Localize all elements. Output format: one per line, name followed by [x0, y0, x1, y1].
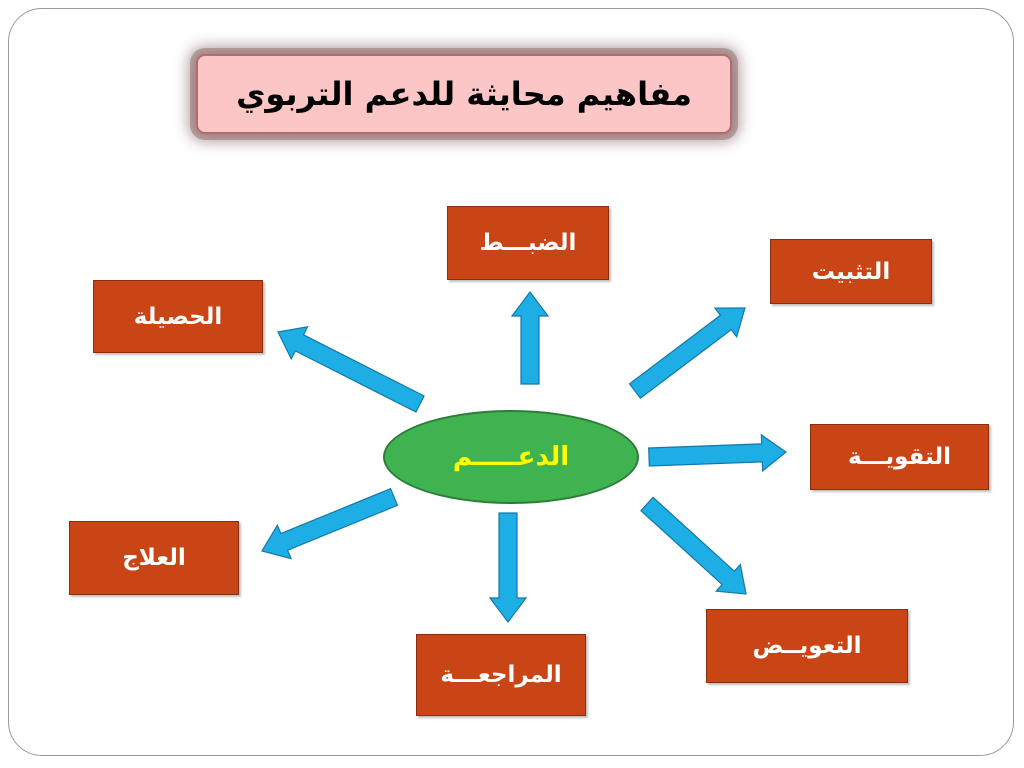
concept-murajaa: المراجعـــة [416, 634, 586, 716]
arrow-to-murajaa [488, 512, 528, 623]
concept-dabt: الضبـــط [447, 206, 609, 280]
arrow-to-dabt [510, 291, 550, 385]
arrow-to-hasila [277, 326, 425, 413]
center-node: الدعـــــم [383, 410, 639, 504]
concept-taawid: التعويــض [706, 609, 908, 683]
arrow-to-taawid [640, 496, 747, 595]
arrow-to-ilaj [261, 487, 399, 560]
concept-tathbit: التثبيت [770, 239, 932, 304]
slide-frame [8, 8, 1014, 756]
arrow-to-taqwiya [648, 433, 787, 473]
concept-hasila: الحصيلة [93, 280, 263, 353]
arrow-to-tathbit [628, 307, 746, 400]
concept-ilaj: العلاج [69, 521, 239, 595]
concept-taqwiya: التقويـــة [810, 424, 989, 490]
diagram-title: مفاهيم محايثة للدعم التربوي [196, 54, 732, 134]
